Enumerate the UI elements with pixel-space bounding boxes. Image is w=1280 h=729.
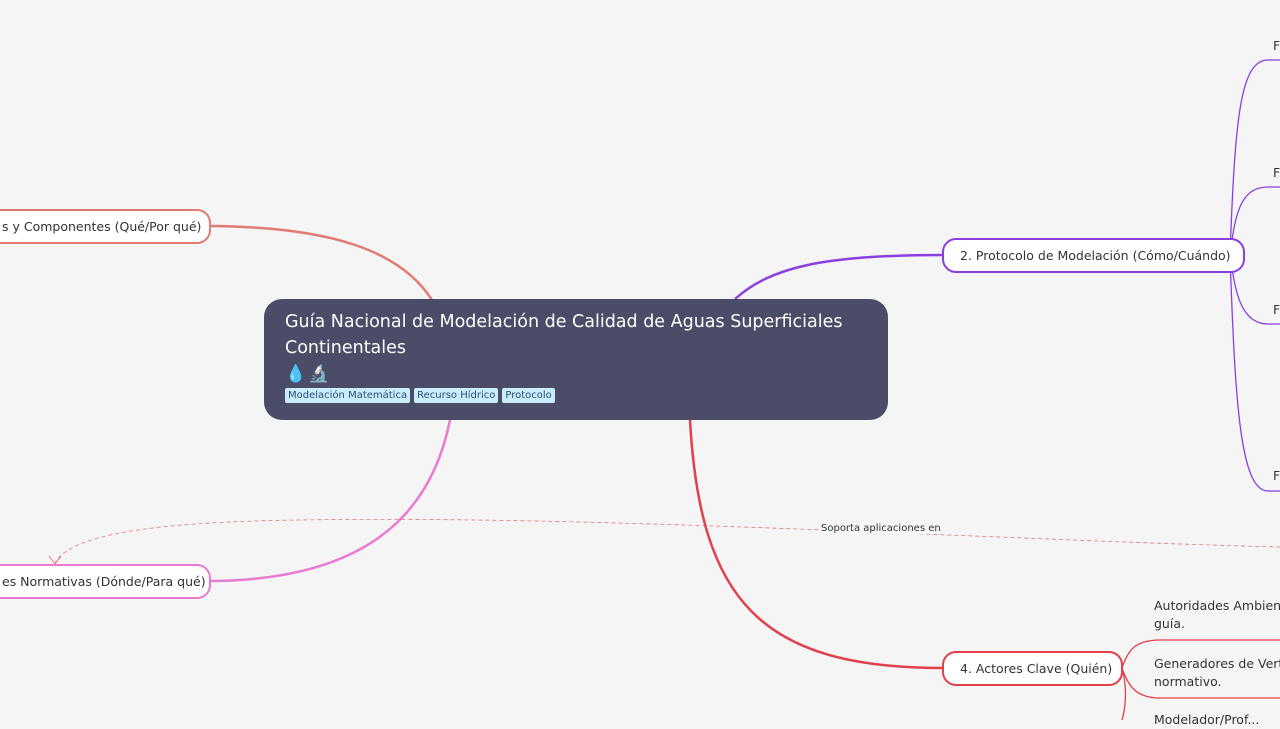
branch-actores — [688, 419, 944, 670]
actores-subbranches — [1121, 639, 1280, 720]
topic-normativas[interactable]: es Normativas (Dónde/Para qué) — [0, 564, 211, 599]
branch-componentes — [209, 224, 434, 301]
branch-normativas — [209, 419, 452, 583]
actores-child-2-line2: normativo. — [1154, 674, 1222, 689]
relationship-label[interactable]: Soporta aplicaciones en — [820, 523, 942, 534]
topic-protocolo[interactable]: 2. Protocolo de Modelación (Cómo/Cuándo) — [942, 238, 1245, 273]
tag-protocolo[interactable]: Protocolo — [502, 388, 555, 403]
central-topic[interactable]: Guía Nacional de Modelación de Calidad d… — [264, 299, 888, 420]
protocolo-subbranches — [1229, 59, 1280, 492]
topic-actores[interactable]: 4. Actores Clave (Quién) — [942, 651, 1123, 686]
actores-child-2[interactable]: Generadores de Verti normativo. — [1154, 655, 1280, 691]
actores-child-1-line2: guía. — [1154, 616, 1185, 631]
branch-protocolo — [734, 253, 944, 300]
central-icons: 💧🔬 — [285, 364, 332, 384]
topic-componentes-label: s y Componentes (Qué/Por qué) — [2, 219, 202, 234]
actores-child-1-line1: Autoridades Ambient — [1154, 598, 1280, 613]
actores-child-1[interactable]: Autoridades Ambient guía. — [1154, 597, 1280, 633]
topic-normativas-label: es Normativas (Dónde/Para qué) — [2, 574, 206, 589]
tag-recurso[interactable]: Recurso Hídrico — [414, 388, 499, 403]
actores-child-3[interactable]: Modelador/Prof... — [1154, 711, 1259, 729]
protocolo-child-1[interactable]: F — [1273, 38, 1280, 53]
topic-protocolo-label: 2. Protocolo de Modelación (Cómo/Cuándo) — [960, 248, 1231, 263]
central-title-line2: Continentales — [285, 338, 407, 358]
central-title-line1: Guía Nacional de Modelación de Calidad d… — [285, 312, 843, 332]
protocolo-child-2[interactable]: F — [1273, 165, 1280, 180]
actores-child-2-line1: Generadores de Verti — [1154, 656, 1280, 671]
actores-child-3-line1: Modelador/Prof... — [1154, 712, 1260, 727]
topic-actores-label: 4. Actores Clave (Quién) — [960, 661, 1113, 676]
protocolo-child-3[interactable]: F — [1273, 302, 1280, 317]
protocolo-child-4[interactable]: F — [1273, 468, 1280, 483]
tag-list: Modelación Matemática Recurso Hídrico Pr… — [285, 388, 867, 403]
relationship-line — [54, 518, 1280, 564]
tag-modelacion[interactable]: Modelación Matemática — [285, 388, 411, 403]
topic-componentes[interactable]: s y Componentes (Qué/Por qué) — [0, 209, 211, 244]
